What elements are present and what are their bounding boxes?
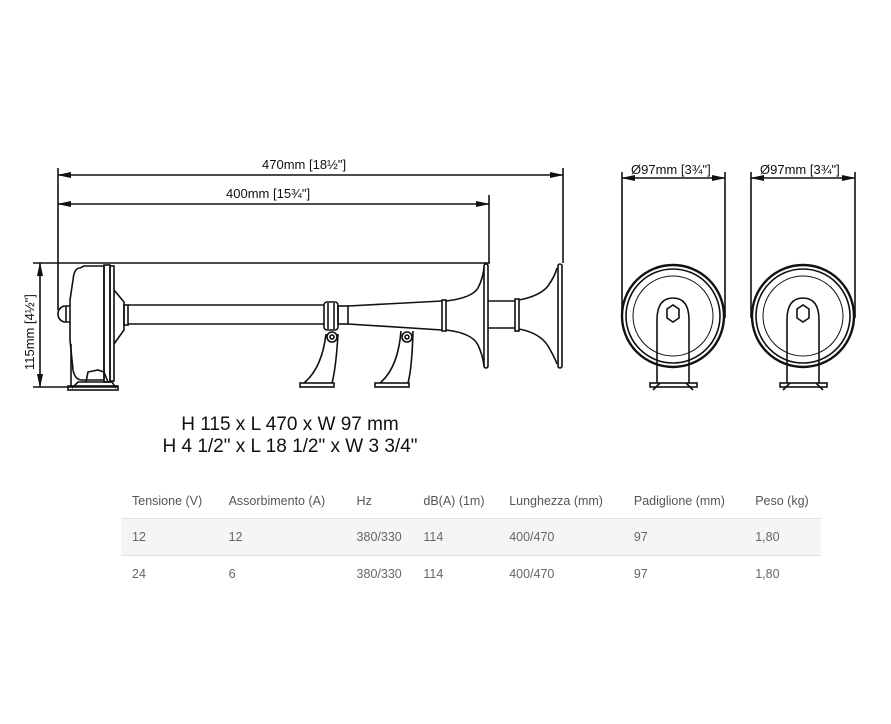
header-lunghezza: Lunghezza (mm) (498, 484, 623, 519)
cell-tensione: 12 (121, 518, 218, 556)
cell-padiglione: 97 (633, 567, 648, 581)
technical-drawing: 470mm [18½"] 400mm [15¾"] 115mm [4½"] Ø9… (22, 157, 856, 391)
bell-length-label: 400mm [15¾"] (226, 186, 310, 201)
cell-assorbimento: 12 (217, 518, 346, 556)
table-header-row: Tensione (V) Assorbimento (A) Hz dB(A) (… (121, 484, 821, 519)
front-view-2 (750, 172, 856, 391)
cell-lunghezza: 400/470 (498, 518, 623, 556)
cell-db: 114 (412, 518, 499, 556)
cell-peso: 1,80 (744, 518, 821, 556)
header-tensione: Tensione (V) (121, 484, 218, 519)
cell-tensione: 24 (132, 567, 146, 581)
header-peso: Peso (kg) (744, 484, 821, 519)
cell-hz: 380/330 (345, 518, 413, 556)
overall-length-label: 470mm [18½"] (262, 157, 346, 172)
cell-db: 114 (423, 567, 444, 581)
cell-assorbimento: 6 (228, 567, 236, 581)
height-label: 115mm [4½"] (22, 294, 37, 370)
cell-hz: 380/330 (356, 567, 402, 581)
specs-table: Tensione (V) Assorbimento (A) Hz dB(A) (… (121, 484, 821, 592)
header-db: dB(A) (1m) (412, 484, 499, 519)
header-assorbimento: Assorbimento (A) (217, 484, 346, 519)
cell-peso: 1,80 (755, 567, 780, 581)
cell-lunghezza: 400/470 (509, 567, 555, 581)
diameter-label-2: Ø97mm [3¾"] (760, 162, 840, 177)
table-row: 24 6 380/330 114 400/470 97 1,80 (121, 556, 821, 593)
header-padiglione: Padiglione (mm) (622, 484, 745, 519)
size-imperial: H 4 1/2" x L 18 1/2" x W 3 3/4" (162, 436, 418, 457)
table-row: 12 12 380/330 114 400/470 97 1,80 (121, 518, 821, 556)
side-view (33, 168, 564, 391)
header-hz: Hz (345, 484, 413, 519)
diameter-label-1: Ø97mm [3¾"] (631, 162, 711, 177)
front-view-1 (620, 172, 726, 391)
overall-size-caption: H 115 x L 470 x W 97 mm H 4 1/2" x L 18 … (0, 414, 580, 458)
size-metric: H 115 x L 470 x W 97 mm (181, 414, 399, 435)
cell-padiglione: 97 (622, 518, 745, 556)
